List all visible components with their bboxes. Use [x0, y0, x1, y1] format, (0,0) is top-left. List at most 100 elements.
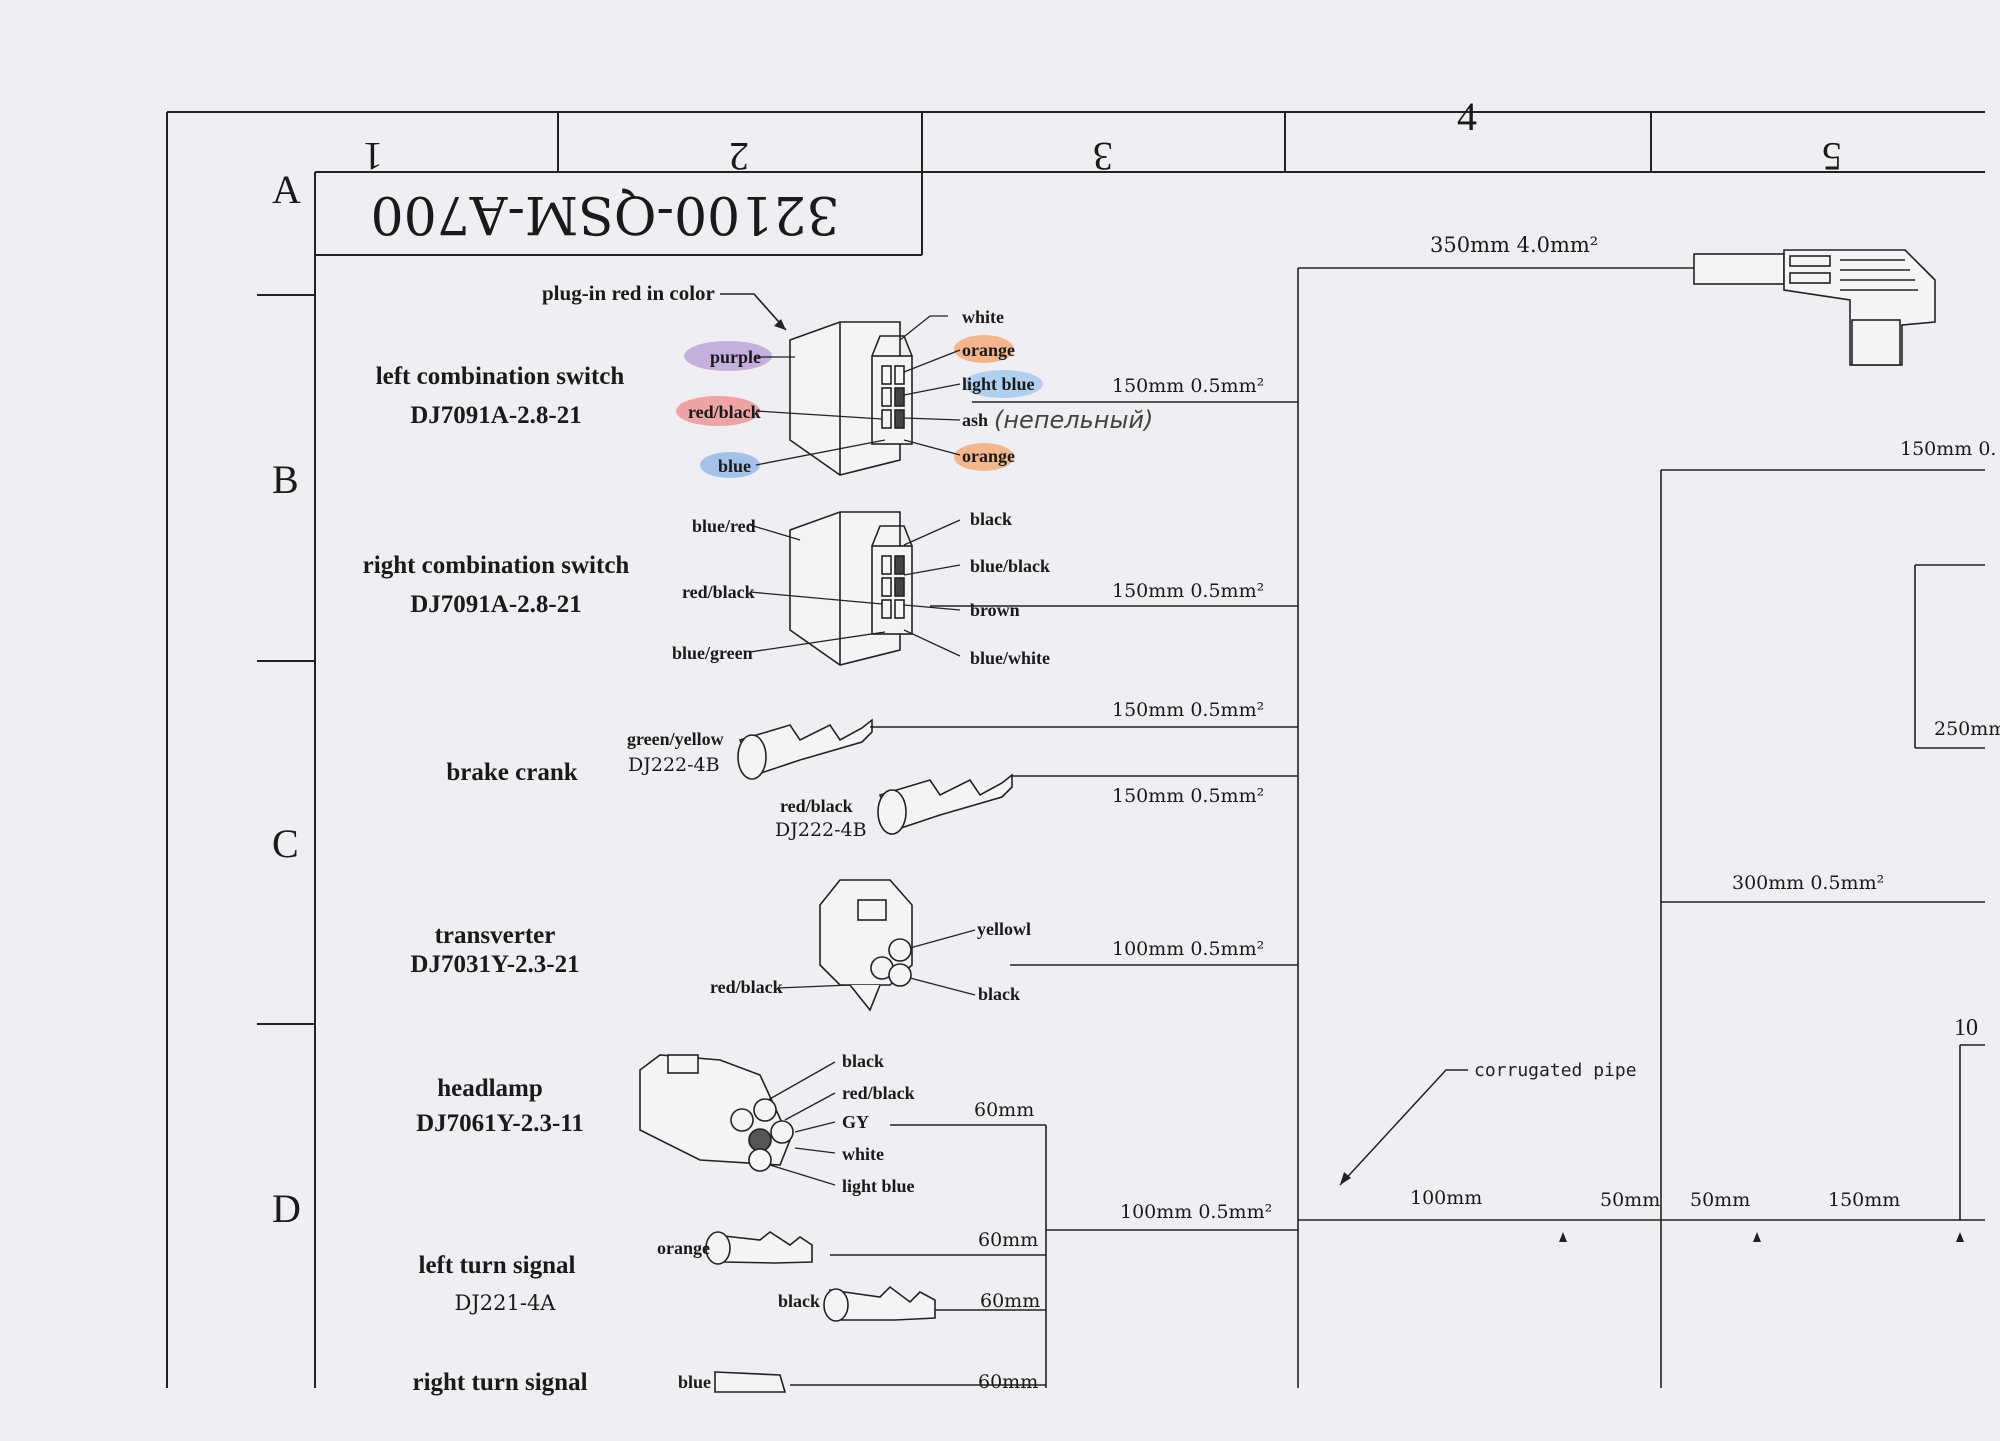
wire-label: 50mm	[1690, 1189, 1750, 1211]
plugin-arrow	[720, 293, 787, 331]
wire-label: 300mm 0.5mm²	[1732, 872, 1884, 894]
handwritten-note: (непельный)	[994, 406, 1153, 434]
row-c: C	[272, 821, 299, 866]
wire-label: blue/red	[692, 516, 756, 536]
wire-label: black	[778, 1291, 820, 1311]
wire-label: 100mm 0.5mm²	[1112, 938, 1264, 960]
headlamp-wires: black red/black GY white light blue	[842, 1051, 915, 1196]
wire-label: 60mm	[974, 1099, 1034, 1121]
right-switch-wires: blue/red red/black blue/green black blue…	[672, 509, 1050, 668]
wire-label: orange	[657, 1238, 710, 1258]
wire-label: light blue	[842, 1176, 915, 1196]
right-switch-leaders	[749, 519, 961, 657]
col-2: 2	[729, 134, 749, 179]
headlamp-leaders	[767, 1061, 836, 1186]
drawing-frame	[166, 111, 1985, 1388]
left-switch-name: left combination switch	[376, 363, 625, 390]
right-switch-name: right combination switch	[363, 552, 630, 579]
wire-label: 60mm	[978, 1371, 1038, 1393]
wire-label: red/black	[682, 582, 755, 602]
turn-terminals	[705, 1231, 936, 1393]
wire-label: 150mm	[1828, 1189, 1900, 1211]
brake-name: brake crank	[446, 759, 577, 786]
wire-label: blue/white	[970, 648, 1050, 668]
wire-label: red/black	[780, 796, 853, 816]
wire-label: light blue	[962, 374, 1035, 394]
color-highlights	[676, 335, 1043, 478]
wire-label: 150mm 0.	[1900, 438, 1996, 460]
row-d: D	[272, 1186, 301, 1231]
wire-label: 60mm	[980, 1290, 1040, 1312]
headlamp-connector	[639, 1054, 794, 1172]
turn-wires: orange black blue	[657, 1238, 820, 1392]
wire-label: white	[842, 1144, 884, 1164]
corrugated-note: corrugated pipe	[1474, 1060, 1637, 1081]
wire-label: yellowl	[977, 919, 1031, 939]
wire-label: 150mm 0.5mm²	[1112, 785, 1264, 807]
col-3: 3	[1093, 134, 1113, 179]
harness-lines	[790, 267, 1985, 1388]
left-turn-name: left turn signal	[419, 1252, 576, 1279]
wire-label: orange	[962, 340, 1015, 360]
wire-label: 150mm 0.5mm²	[1112, 580, 1264, 602]
highlight-lightblue	[963, 370, 1043, 398]
transverter-wires: yellowl red/black black	[710, 919, 1031, 1004]
wire-label: black	[970, 509, 1012, 529]
spec-main: 350mm 4.0mm²	[1430, 233, 1598, 257]
headlamp-name: headlamp	[437, 1075, 543, 1102]
wire-label: blue/green	[672, 643, 753, 663]
wire-label: blue	[678, 1372, 711, 1392]
wire-label: DJ222-4B	[628, 754, 720, 776]
wire-label: purple	[710, 347, 761, 367]
transverter-name: transverter	[435, 922, 556, 949]
main-connector	[1693, 249, 1936, 366]
right-switch-connector	[789, 511, 913, 666]
wire-label: green/yellow	[627, 729, 724, 749]
wire-label: black	[978, 984, 1020, 1004]
column-labels: 1 2 3 4 5	[363, 94, 1842, 179]
left-switch-connector	[789, 321, 913, 476]
row-b: B	[272, 457, 299, 502]
drawing-title: 32100-QSM-A700	[371, 184, 840, 244]
wire-label: 50mm	[1600, 1189, 1660, 1211]
transverter-connector	[819, 879, 913, 1012]
col-1: 1	[363, 134, 383, 179]
wire-label: red/black	[842, 1083, 915, 1103]
right-switch-code: DJ7091A-2.8-21	[410, 591, 582, 618]
highlight-blue	[700, 452, 760, 478]
brake-terminals	[737, 718, 1013, 835]
wire-label: blue	[718, 456, 751, 476]
left-switch-leaders	[755, 315, 961, 466]
plugin-note: plug-in red in color	[542, 281, 715, 305]
wire-label: ash	[962, 410, 988, 430]
highlight-orange1	[954, 335, 1014, 363]
col-5: 5	[1822, 134, 1842, 179]
wire-label: orange	[962, 446, 1015, 466]
wire-label: black	[842, 1051, 884, 1071]
highlight-purple	[684, 341, 772, 371]
wire-label: 60mm	[978, 1229, 1038, 1251]
component-labels: left combination switch DJ7091A-2.8-21 r…	[363, 363, 630, 1396]
dimension-ticks	[1559, 1232, 1964, 1242]
wire-label: DJ222-4B	[775, 819, 867, 841]
wire-label: red/black	[710, 977, 783, 997]
wire-label: 100mm 0.5mm²	[1120, 1201, 1272, 1223]
wire-label: 150mm 0.5mm²	[1112, 699, 1264, 721]
transverter-leaders	[777, 929, 976, 996]
col-4: 4	[1457, 94, 1477, 139]
wire-label: GY	[842, 1112, 869, 1132]
wire-specs: 350mm 4.0mm² 150mm 0.5mm² 150mm 0.5mm² 1…	[974, 233, 2000, 1393]
side-number: 10	[1954, 1015, 1978, 1041]
row-a: A	[272, 167, 301, 212]
wire-label: 100mm	[1410, 1187, 1482, 1209]
wire-label: brown	[970, 600, 1020, 620]
wire-label: red/black	[688, 402, 761, 422]
left-turn-code: DJ221-4A	[455, 1291, 557, 1315]
wire-label: blue/black	[970, 556, 1050, 576]
highlight-red	[676, 396, 760, 426]
headlamp-code: DJ7061Y-2.3-11	[416, 1110, 584, 1137]
highlight-orange2	[954, 443, 1014, 471]
brake-wires: green/yellow DJ222-4B red/black DJ222-4B	[627, 729, 867, 841]
wire-label: 250mm	[1934, 718, 2000, 740]
